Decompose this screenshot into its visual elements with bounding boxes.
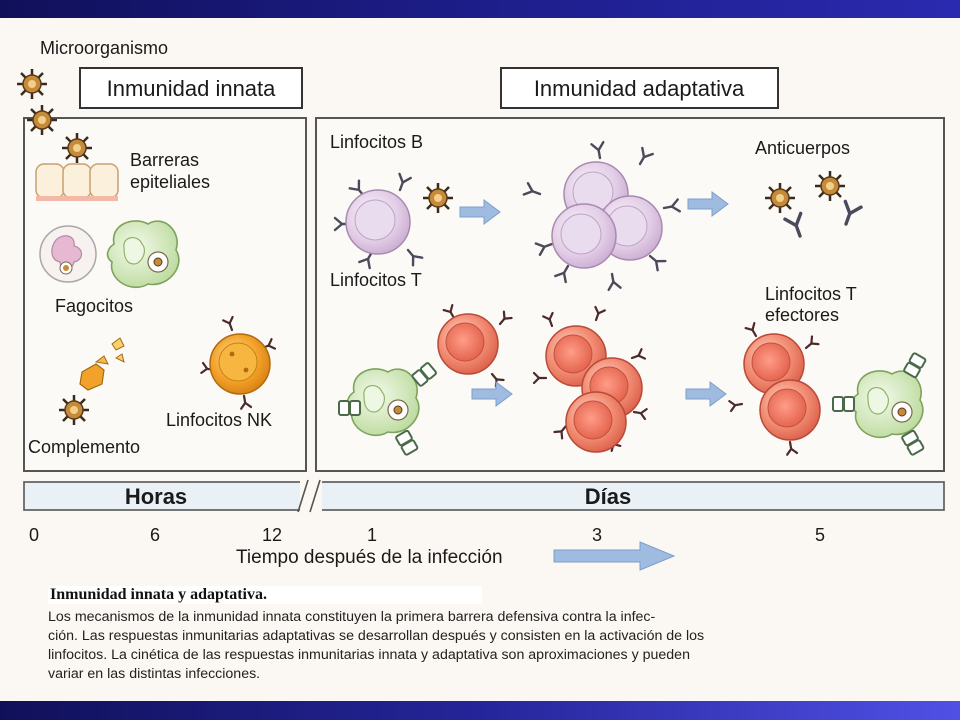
- linfocitos-nk-label: Linfocitos NK: [166, 410, 272, 430]
- horas-label: Horas: [125, 484, 187, 509]
- nk-cell-icon: [200, 315, 277, 410]
- caption-title: Inmunidad innata y adaptativa.: [48, 586, 482, 604]
- time-arrow-icon: [553, 541, 676, 571]
- timeline-horas-bar: [23, 481, 307, 511]
- barreras-label: Barreras: [130, 150, 199, 170]
- time-axis-label: Tiempo después de la infección: [236, 547, 503, 568]
- tick-label: 3: [592, 525, 602, 545]
- microbe-icon: [60, 131, 94, 165]
- tick-label: 1: [367, 525, 377, 545]
- innate-title-box: [79, 67, 303, 109]
- adaptive-title: Inmunidad adaptativa: [534, 76, 745, 101]
- caption-line: ción. Las respuestas inmunitarias adapta…: [48, 628, 705, 644]
- caption-body: Los mecanismos de la inmunidad innata co…: [48, 608, 928, 684]
- caption-line: linfocitos. La cinética de las respuesta…: [48, 647, 690, 663]
- linfocitos-b-label: Linfocitos B: [330, 132, 423, 152]
- anticuerpos-label: Anticuerpos: [755, 138, 850, 158]
- epiteliales-label: epiteliales: [130, 172, 210, 192]
- caption: Inmunidad innata y adaptativa. Los mecan…: [48, 586, 928, 684]
- tick-label: 12: [262, 525, 282, 545]
- immunity-diagram: Inmunidad innata Inmunidad adaptativa Mi…: [15, 38, 945, 571]
- t-efectores-label-2: efectores: [765, 305, 839, 325]
- top-band: [0, 0, 960, 18]
- caption-line: Los mecanismos de la inmunidad innata co…: [48, 609, 656, 625]
- bottom-band: [0, 701, 960, 720]
- microbe-icon: [25, 103, 59, 137]
- linfocitos-t-label: Linfocitos T: [330, 270, 422, 290]
- dias-label: Días: [585, 484, 631, 509]
- neutrophil-icon: [39, 225, 97, 283]
- epithelial-cells-icon: [35, 163, 119, 201]
- microbe-icon: [15, 67, 49, 101]
- innate-title: Inmunidad innata: [107, 76, 277, 101]
- microbe-icon: [421, 181, 455, 215]
- tick-label: 5: [815, 525, 825, 545]
- adaptive-title-box: [500, 67, 779, 109]
- microbe-icon: [57, 393, 91, 427]
- tick-label: 0: [29, 525, 39, 545]
- complemento-label: Complemento: [28, 437, 140, 457]
- caption-line: variar en las distintas infecciones.: [48, 666, 261, 682]
- fagocitos-label: Fagocitos: [55, 296, 133, 316]
- t-efectores-label-1: Linfocitos T: [765, 284, 857, 304]
- microorganismo-label: Microorganismo: [40, 38, 168, 58]
- macrophage-icon: [106, 220, 180, 289]
- complement-icon: [79, 337, 125, 391]
- tick-label: 6: [150, 525, 160, 545]
